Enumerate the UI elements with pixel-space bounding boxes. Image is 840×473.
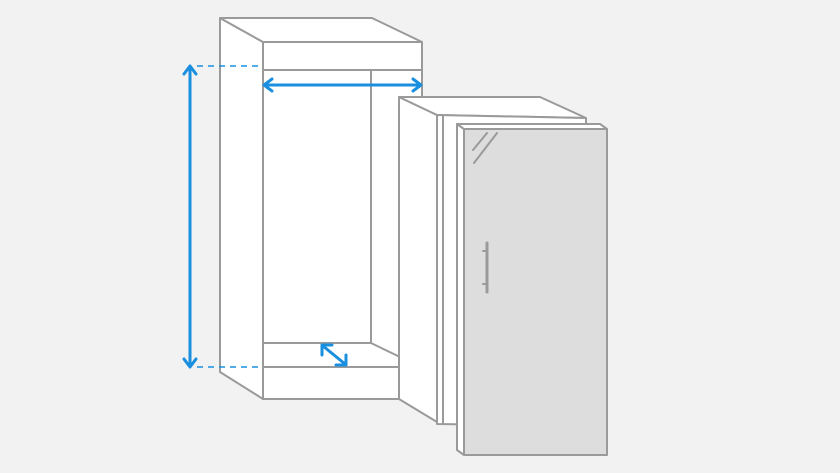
door-reflection-2 xyxy=(473,132,498,164)
built-in-niche xyxy=(219,17,423,400)
width-arrowhead-left xyxy=(262,77,274,93)
depth-arrowhead-back xyxy=(320,343,334,357)
height-arrowhead-top xyxy=(182,64,198,76)
depth-dimension xyxy=(320,343,348,367)
niche-front-frame xyxy=(262,41,423,400)
depth-arrowhead-front xyxy=(334,353,348,367)
niche-left-panel xyxy=(219,17,264,400)
depth-arrow-line xyxy=(321,344,347,366)
door-handle xyxy=(482,241,489,294)
fridge-door xyxy=(463,128,608,456)
width-arrowhead-right xyxy=(411,77,423,93)
refrigerator xyxy=(398,96,608,456)
fridge-side-panel xyxy=(398,96,438,423)
niche-floor-side-edge xyxy=(370,342,401,358)
height-arrowhead-bottom xyxy=(182,357,198,369)
width-dimension xyxy=(262,77,423,93)
fridge-door-edge xyxy=(456,123,465,456)
door-reflection-1 xyxy=(472,132,488,151)
height-dimension xyxy=(182,64,262,369)
